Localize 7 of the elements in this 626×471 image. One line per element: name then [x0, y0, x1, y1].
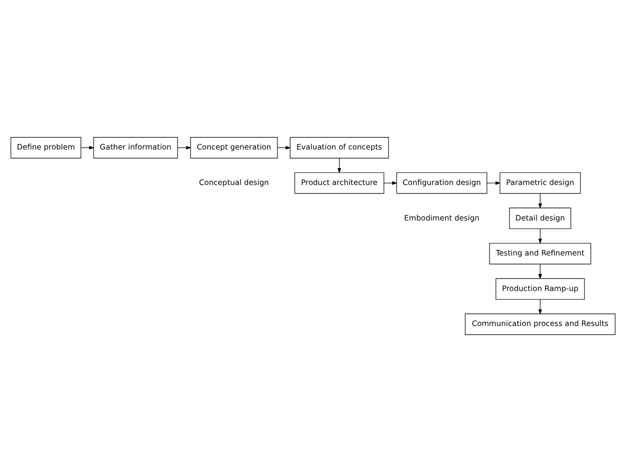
arrow: [338, 158, 342, 173]
arrow: [538, 228, 542, 244]
arrow: [486, 180, 501, 184]
arrow: [538, 263, 542, 279]
arrow: [538, 192, 542, 208]
arrow: [384, 180, 398, 184]
arrow: [538, 298, 542, 314]
